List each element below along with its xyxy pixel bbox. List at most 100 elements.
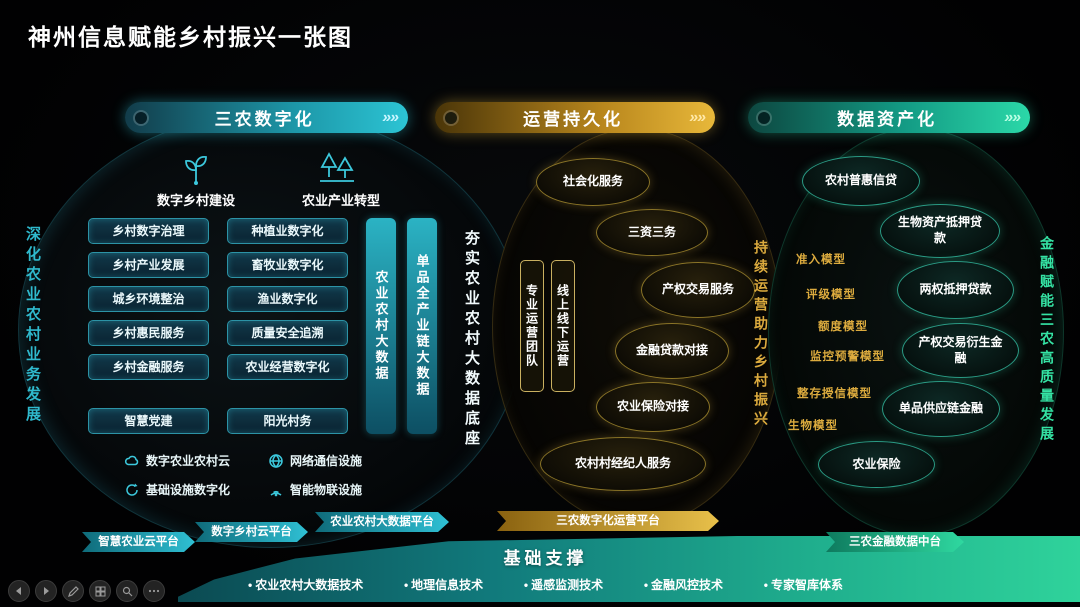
ellipsis-icon xyxy=(148,589,160,593)
foundation-items: •农业农村大数据技术 •地理信息技术 •遥感监测技术 •金融风控技术 •专家智库… xyxy=(248,576,843,593)
left-section-right-caption: 夯实农业农村大数据底座 xyxy=(463,230,480,450)
slideshow-toolbar xyxy=(8,580,165,602)
agri-industry-icon xyxy=(316,146,358,193)
digital-village-icon xyxy=(176,148,216,193)
pen-tool-button[interactable] xyxy=(62,580,84,602)
model-label: 生物模型 xyxy=(788,420,838,432)
foundation-item-label: 遥感监测技术 xyxy=(531,578,604,592)
header-pill-digitalization: 三农数字化 »» xyxy=(125,102,408,133)
thumbnails-icon xyxy=(95,586,105,596)
service-ellipse: 社会化服务 xyxy=(536,158,650,206)
infra-item: 基础设施数字化 xyxy=(124,481,230,498)
more-options-button[interactable] xyxy=(143,580,165,602)
group-label-digital-village: 数字乡村建设 xyxy=(156,193,235,208)
platform-arrow-operation: 三农数字化运营平台 xyxy=(497,511,719,531)
network-icon xyxy=(269,453,283,468)
ops-bar-professional-team: 专业运营团队 xyxy=(520,260,544,392)
feature-box: 城乡环境整治 xyxy=(88,286,209,312)
finance-ellipse: 产权交易衍生金融 xyxy=(902,323,1019,378)
infra-item: 数字农业农村云 xyxy=(124,452,230,469)
pill-dot-icon xyxy=(445,111,457,124)
platform-arrow-digital-village-cloud: 数字乡村云平台 xyxy=(195,522,308,542)
header-pill-data-asset: 数据资产化 »» xyxy=(748,102,1030,133)
infra-label: 网络通信设施 xyxy=(290,454,363,468)
pill-label: 三农数字化 xyxy=(214,110,315,129)
data-bar-agri-rural: 农业农村大数据 xyxy=(366,218,396,434)
model-label: 监控预警模型 xyxy=(810,351,885,363)
infra-item: 智能物联设施 xyxy=(268,481,362,498)
foundation-item: •遥感监测技术 xyxy=(524,576,603,593)
feature-box: 乡村数字治理 xyxy=(88,218,209,244)
finance-ellipse: 农村普惠信贷 xyxy=(802,156,920,206)
finance-ellipse: 生物资产抵押贷款 xyxy=(880,204,1000,258)
chevrons-icon: »» xyxy=(382,108,399,126)
service-ellipse: 农村村经纪人服务 xyxy=(540,437,706,491)
service-ellipse: 农业保险对接 xyxy=(596,382,710,432)
foundation-item: •金融风控技术 xyxy=(644,576,723,593)
foundation-item: •地理信息技术 xyxy=(404,576,483,593)
previous-slide-button[interactable] xyxy=(8,580,30,602)
header-pill-operation: 运营持久化 »» xyxy=(435,102,715,133)
platform-arrow-bigdata-platform: 农业农村大数据平台 xyxy=(315,512,449,532)
arrow-left-icon xyxy=(16,587,21,595)
foundation-item: •农业农村大数据技术 xyxy=(248,576,363,593)
feature-box: 农业经营数字化 xyxy=(227,354,348,380)
model-label: 评级模型 xyxy=(806,289,856,301)
refresh-icon xyxy=(126,483,138,496)
feature-box: 智慧党建 xyxy=(88,408,209,434)
service-ellipse: 产权交易服务 xyxy=(641,262,755,318)
feature-box: 质量安全追溯 xyxy=(227,320,348,346)
feature-box: 乡村惠民服务 xyxy=(88,320,209,346)
pill-label: 数据资产化 xyxy=(837,110,938,129)
service-ellipse: 三资三务 xyxy=(596,209,708,256)
model-label: 整存授信模型 xyxy=(797,388,872,400)
finance-ellipse: 两权抵押贷款 xyxy=(897,261,1014,319)
pen-icon xyxy=(67,585,79,597)
magnifier-icon xyxy=(122,586,132,596)
infra-label: 基础设施数字化 xyxy=(146,483,231,497)
foundation-title: 基础支撑 xyxy=(503,549,588,568)
pill-dot-icon xyxy=(758,111,770,124)
bullet-icon: • xyxy=(248,578,253,592)
infra-item: 网络通信设施 xyxy=(268,452,362,469)
arrow-right-icon xyxy=(44,587,49,595)
feature-box: 种植业数字化 xyxy=(227,218,348,244)
next-slide-button[interactable] xyxy=(35,580,57,602)
platform-arrow-finance-data: 三农金融数据中台 xyxy=(826,532,964,552)
foundation-item-label: 专家智库体系 xyxy=(770,578,843,592)
feature-box: 乡村金融服务 xyxy=(88,354,209,380)
foundation-item: •专家智库体系 xyxy=(764,576,843,593)
left-vertical-caption: 深化农业农村业务发展 xyxy=(24,226,41,426)
pill-dot-icon xyxy=(135,111,147,124)
zoom-button[interactable] xyxy=(116,580,138,602)
group-label-agri-transform: 农业产业转型 xyxy=(301,193,380,208)
infra-label: 智能物联设施 xyxy=(290,483,363,497)
page-title: 神州信息赋能乡村振兴一张图 xyxy=(28,24,353,50)
finance-ellipse: 农业保险 xyxy=(818,441,935,488)
middle-vertical-caption: 持续运营助力乡村振兴 xyxy=(753,240,769,430)
iot-signal-icon xyxy=(270,490,282,496)
chevrons-icon: »» xyxy=(1004,108,1021,126)
feature-box: 渔业数字化 xyxy=(227,286,348,312)
feature-box: 畜牧业数字化 xyxy=(227,252,348,278)
model-label: 额度模型 xyxy=(818,321,868,333)
infra-label: 数字农业农村云 xyxy=(146,454,231,468)
service-ellipse: 金融贷款对接 xyxy=(615,323,729,379)
foundation-item-label: 地理信息技术 xyxy=(411,578,484,592)
ops-bar-online-offline: 线上线下运营 xyxy=(551,260,575,392)
right-vertical-caption: 金融赋能三农高质量发展 xyxy=(1039,236,1055,445)
foundation-item-label: 农业农村大数据技术 xyxy=(255,578,364,592)
thumbnails-button[interactable] xyxy=(89,580,111,602)
data-bar-single-product: 单品全产业链大数据 xyxy=(407,218,437,434)
pill-label: 运营持久化 xyxy=(523,110,624,129)
bullet-icon: • xyxy=(403,578,409,592)
foundation-item-label: 金融风控技术 xyxy=(651,578,724,592)
bullet-icon: • xyxy=(523,578,529,592)
model-label: 准入模型 xyxy=(796,254,846,266)
feature-box: 阳光村务 xyxy=(227,408,348,434)
bullet-icon: • xyxy=(643,578,649,592)
chevrons-icon: »» xyxy=(689,108,706,126)
platform-arrow-smart-agri-cloud: 智慧农业云平台 xyxy=(82,532,195,552)
cloud-icon xyxy=(124,455,139,465)
